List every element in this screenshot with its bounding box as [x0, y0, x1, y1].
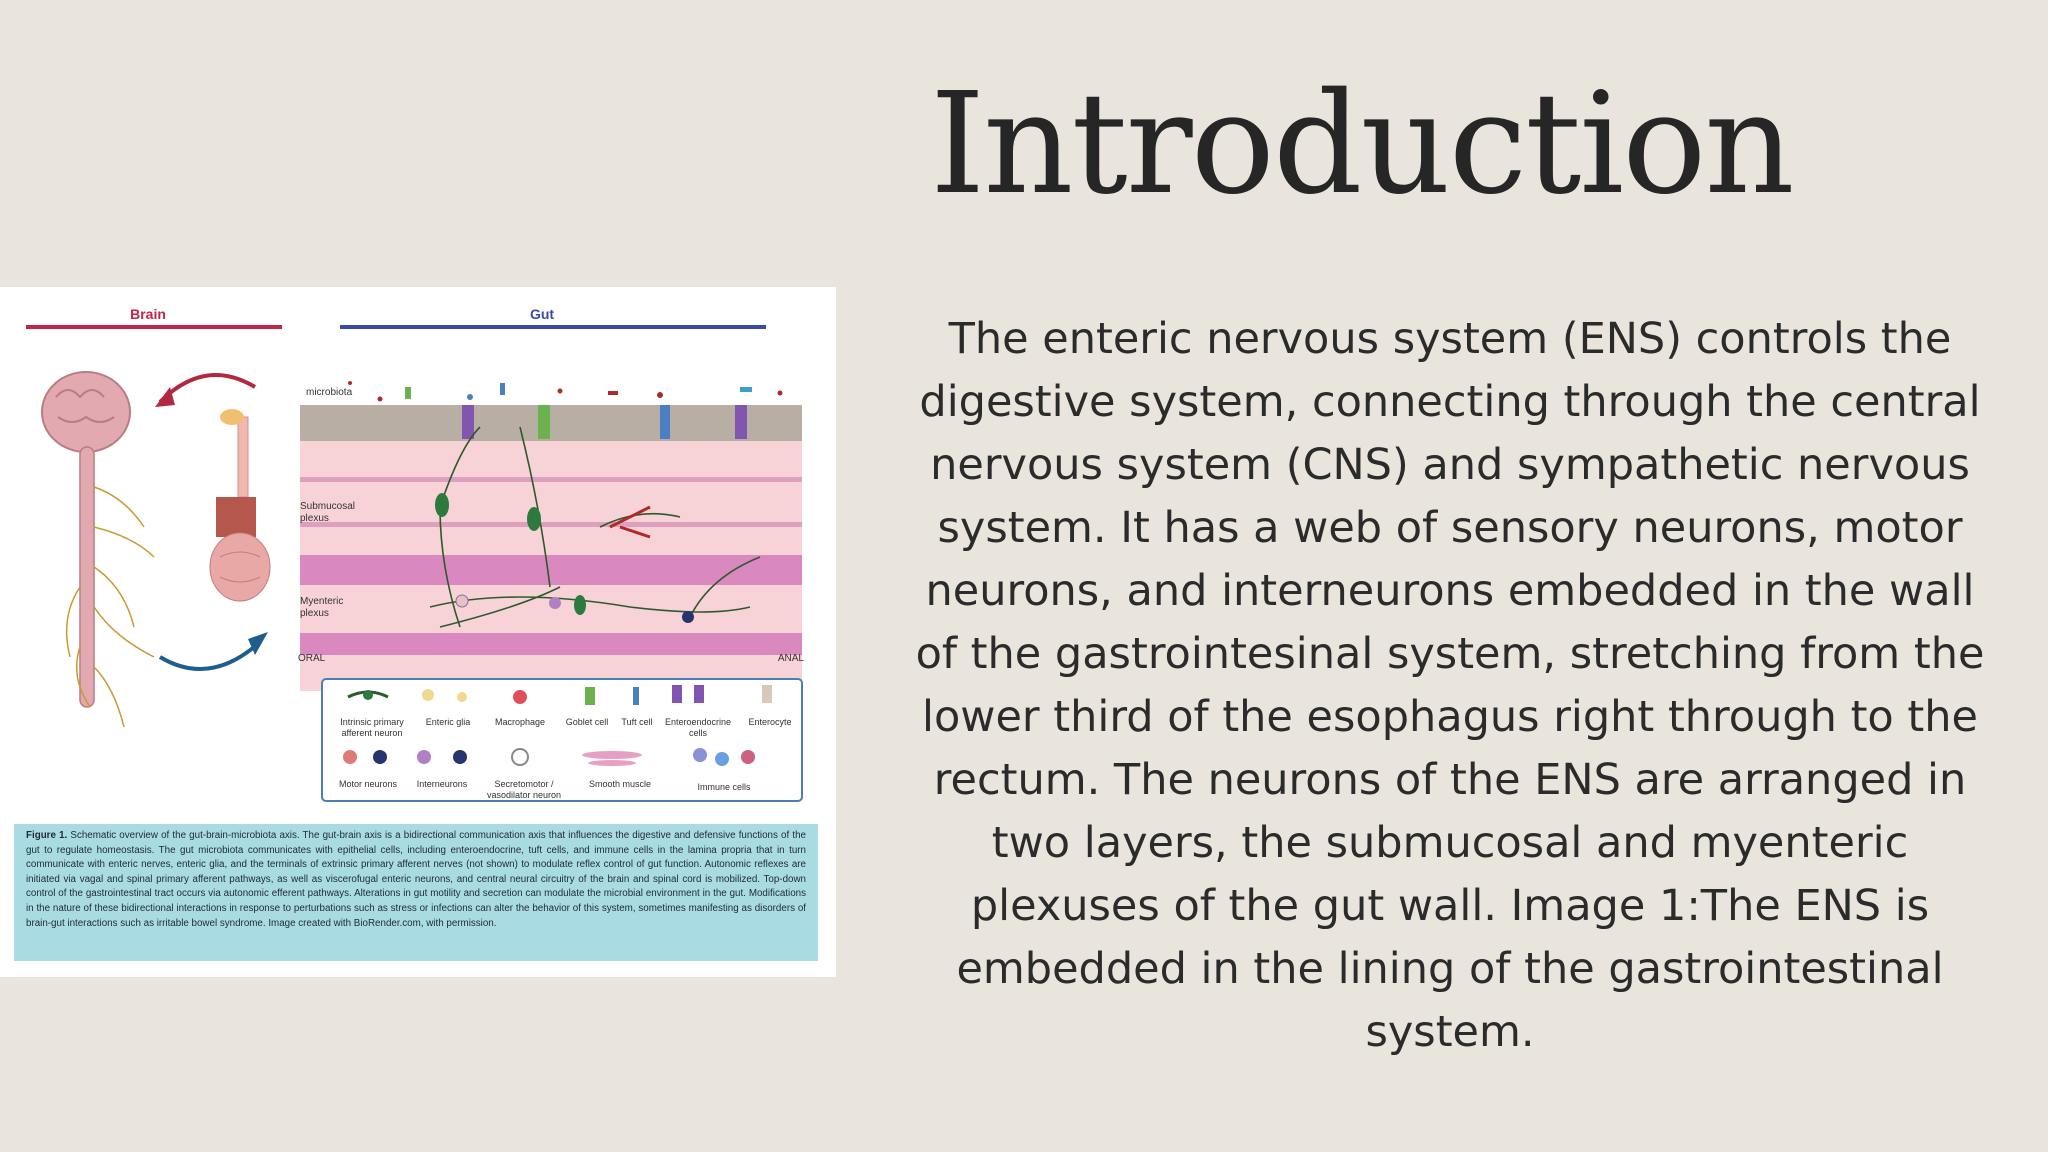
legend-interneurons: Interneurons: [417, 779, 468, 789]
legend-macrophage: Macrophage: [495, 717, 545, 727]
anal-label: ANAL: [778, 653, 805, 664]
ascending-arrowhead: [248, 632, 268, 655]
oral-label: ORAL: [298, 653, 326, 664]
neuron-bodies: [435, 493, 694, 623]
myenteric-label-1: Myenteric: [300, 596, 343, 607]
legend-box: [321, 678, 803, 802]
brain-header-line: [26, 325, 282, 329]
ascending-arrow: [158, 640, 262, 671]
longitudinal-muscle: [300, 633, 802, 655]
myenteric-label-2: plexus: [300, 608, 329, 619]
slide-title: Introduction: [930, 63, 1795, 226]
legend-enteric-glia: Enteric glia: [426, 717, 471, 727]
submucosal-label-1: Submucosal: [300, 501, 355, 512]
neuron-network: [429, 426, 761, 628]
descending-arrow: [158, 373, 257, 404]
brain-header: Brain: [130, 306, 166, 322]
caption-text: Schematic overview of the gut-brain-micr…: [26, 830, 806, 929]
legend-smooth: Smooth muscle: [589, 779, 651, 789]
epithelial-layer: [300, 405, 802, 441]
legend-goblet: Goblet cell: [566, 717, 609, 727]
legend-intrinsic-2: afferent neuron: [342, 728, 403, 738]
legend-enterocyte: Enterocyte: [748, 717, 791, 727]
legend-icons: [343, 685, 772, 766]
caption-label: Figure 1.: [26, 830, 68, 841]
intro-paragraph: The enteric nervous system (ENS) control…: [915, 314, 1985, 1057]
legend-motor: Motor neurons: [339, 779, 398, 789]
digestive-organs-icon: [209, 409, 271, 602]
brain-icon: [41, 371, 155, 728]
microbiota-dots: [348, 381, 783, 402]
submucosal-label-2: plexus: [300, 513, 329, 524]
figure-illustration: Brain Gut microbiota: [26, 306, 805, 802]
legend-intrinsic-1: Intrinsic primary: [340, 717, 404, 727]
gut-header-line: [340, 325, 766, 329]
legend-secreto-2: vasodilator neuron: [487, 790, 561, 800]
epithelial-cells: [462, 405, 747, 439]
gut-brain-figure: Brain Gut microbiota: [0, 287, 836, 977]
descending-arrowhead: [155, 387, 175, 407]
legend-tuft: Tuft cell: [621, 717, 652, 727]
microbiota-label: microbiota: [306, 387, 353, 398]
legend-entero-2: cells: [689, 728, 708, 738]
circular-muscle: [300, 555, 802, 585]
legend-immune: Immune cells: [697, 782, 751, 792]
legend-secreto-1: Secretomotor /: [494, 779, 554, 789]
legend-entero-1: Enteroendocrine: [665, 717, 731, 727]
gut-header: Gut: [530, 306, 554, 322]
figure-caption: Figure 1. Schematic overview of the gut-…: [14, 824, 818, 961]
